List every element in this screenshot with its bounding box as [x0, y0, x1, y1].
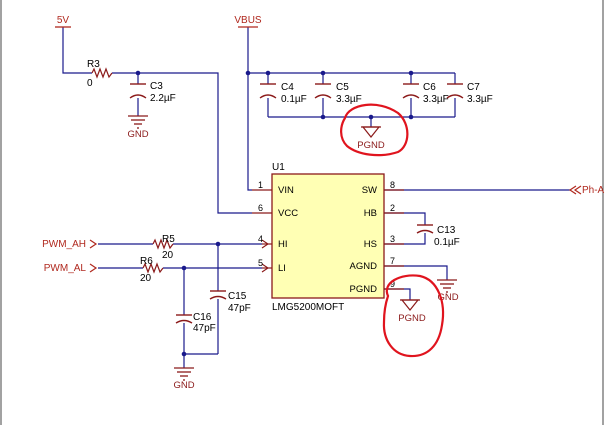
c15-ref: C15: [228, 291, 247, 302]
resistor-r5: R5 20: [152, 234, 175, 261]
pin-name-hi: HI: [278, 239, 288, 250]
port-pwm-ah: PWM_AH: [42, 239, 98, 250]
r5-ref: R5: [162, 234, 175, 245]
c3-ref: C3: [150, 81, 163, 92]
r6-ref: R6: [140, 256, 153, 267]
capacitor-c15: C15 47pF: [209, 290, 251, 314]
gnd-label-agnd: GND: [437, 292, 458, 303]
gnd-label-c3: GND: [127, 129, 148, 140]
r6-value: 20: [140, 273, 152, 284]
pin-name-li: LI: [278, 263, 286, 274]
pin-name-vin: VIN: [278, 185, 294, 196]
ic-ref: U1: [272, 162, 285, 173]
capacitor-c16: C16 47pF: [175, 312, 216, 334]
capacitor-c13: C13 0.1µF: [416, 224, 460, 248]
pin-name-vcc: VCC: [278, 208, 298, 219]
net-label-vbus: VBUS: [234, 15, 262, 26]
highlight-circle-pgnd-top: [340, 103, 409, 157]
pin-num-sw: 8: [390, 180, 395, 190]
capacitor-c3: C3 2.2µF: [129, 81, 176, 104]
pgnd-label-2: PGND: [398, 313, 426, 324]
pin-num-vin: 1: [258, 180, 263, 190]
highlight-circle-pgnd-bottom: [382, 274, 445, 358]
capacitor-c5: C5 3.3µF: [314, 82, 362, 105]
c4-value: 0.1µF: [281, 94, 307, 105]
c6-value: 3.3µF: [423, 94, 449, 105]
c16-value: 47pF: [193, 323, 216, 334]
r3-value: 0: [87, 78, 93, 89]
pin-name-hb: HB: [364, 208, 377, 219]
pin-name-agnd: AGND: [350, 261, 378, 272]
ic-part: LMG5200MOFT: [272, 302, 344, 313]
gnd-label-c16: GND: [173, 380, 194, 391]
power-port-5v: 5V: [55, 15, 71, 28]
c16-ref: C16: [193, 312, 212, 323]
capacitor-c6: C6 3.3µF: [402, 82, 449, 105]
pin-num-hi: 4: [258, 234, 263, 244]
pin-num-agnd: 7: [390, 256, 395, 266]
c7-value: 3.3µF: [467, 94, 493, 105]
ic-body: [271, 173, 385, 299]
pin-num-hb: 2: [390, 203, 395, 213]
pin-name-hs: HS: [364, 239, 377, 250]
pin-num-vcc: 6: [258, 203, 263, 213]
c5-value: 3.3µF: [336, 94, 362, 105]
pin-num-pgnd: 9: [390, 279, 395, 289]
gnd-symbol-c16: [174, 367, 194, 381]
c13-value: 0.1µF: [434, 237, 460, 248]
resistor-r3: R3 0: [87, 59, 113, 89]
c6-ref: C6: [423, 82, 436, 93]
port-label-ph-a: Ph-A: [582, 185, 605, 196]
net-label-5v: 5V: [57, 15, 70, 26]
pin-num-hs: 3: [390, 234, 395, 244]
c4-ref: C4: [281, 82, 294, 93]
port-ph-a: Ph-A: [568, 185, 605, 196]
power-port-vbus: VBUS: [234, 15, 262, 28]
c5-ref: C5: [336, 82, 349, 93]
pgnd-label-1: PGND: [357, 140, 385, 151]
pin-name-pgnd: PGND: [350, 284, 378, 295]
capacitor-c7: C7 3.3µF: [446, 82, 493, 105]
capacitor-c4: C4 0.1µF: [259, 82, 307, 105]
gnd-symbol-agnd: [437, 279, 457, 293]
c15-value: 47pF: [228, 303, 251, 314]
r5-value: 20: [162, 250, 174, 261]
port-label-pwm-ah: PWM_AH: [42, 239, 86, 250]
junctions: [135, 70, 414, 357]
ic-u1: U1 LMG5200MOFT 1 6 4 5 8 2 3 7 9: [252, 162, 404, 313]
c3-value: 2.2µF: [150, 93, 176, 104]
c13-ref: C13: [437, 225, 456, 236]
pin-name-sw: SW: [362, 185, 377, 196]
pgnd-symbol-2: [400, 299, 420, 311]
r3-ref: R3: [87, 59, 100, 70]
port-pwm-al: PWM_AL: [44, 263, 98, 274]
c7-ref: C7: [467, 82, 480, 93]
resistor-r6: R6 20: [140, 256, 164, 284]
pgnd-symbol-1: [361, 126, 381, 138]
gnd-symbol-c3: [128, 115, 148, 129]
pin-num-li: 5: [258, 258, 263, 268]
port-label-pwm-al: PWM_AL: [44, 263, 87, 274]
